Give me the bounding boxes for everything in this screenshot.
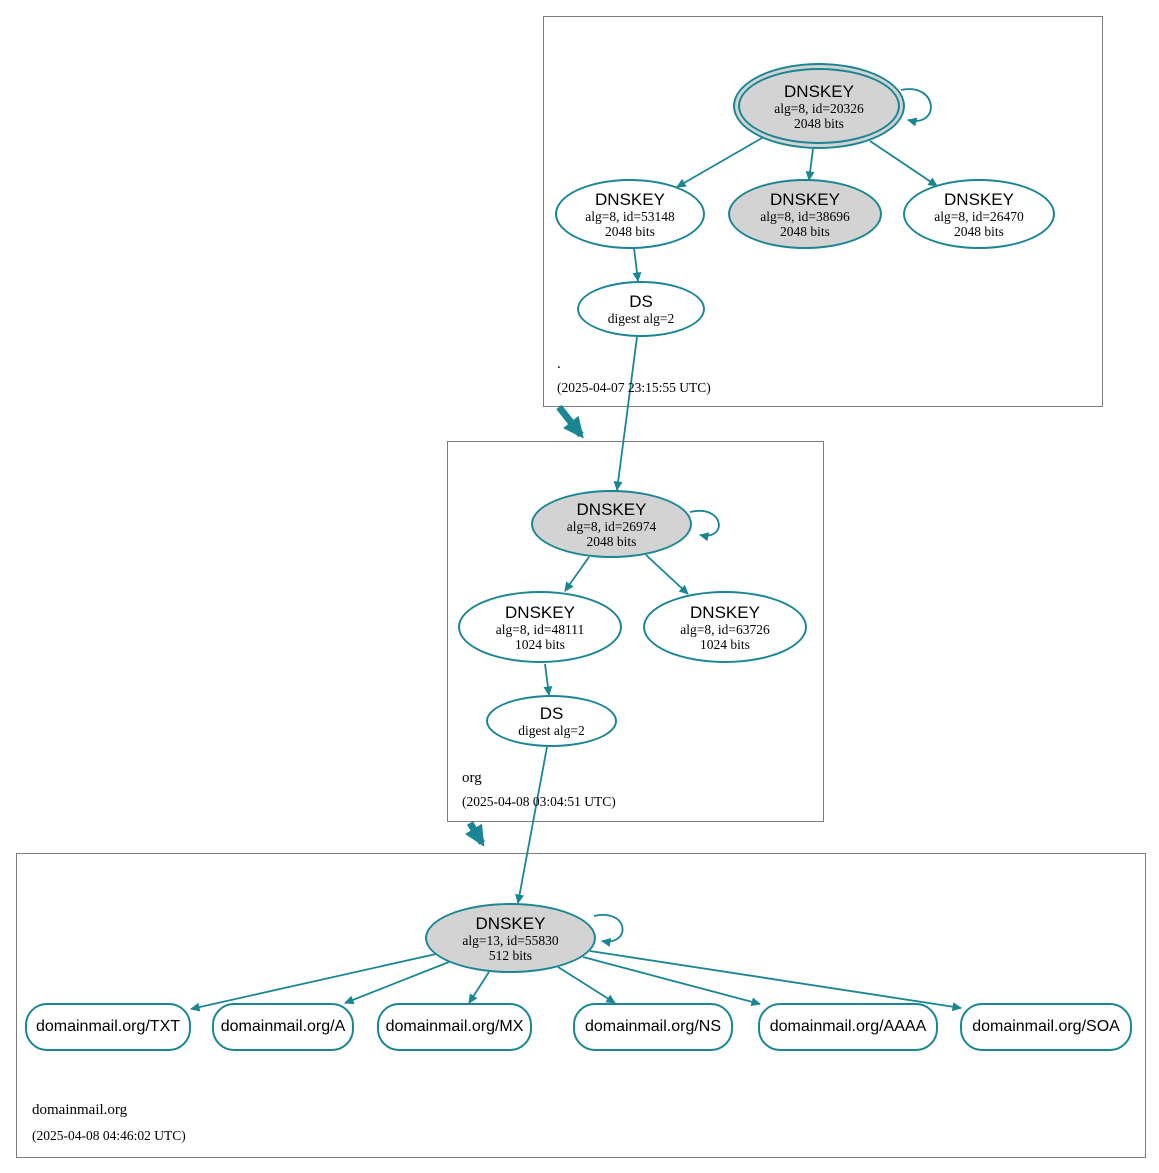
rrset-node-aaaa[interactable]: domainmail.org/AAAA xyxy=(758,1003,938,1051)
dnskey-node-20326[interactable]: DNSKEY alg=8, id=20326 2048 bits xyxy=(733,63,905,149)
dnskey-detail: alg=8, id=53148 xyxy=(585,208,675,224)
dnskey-bits: 2048 bits xyxy=(794,115,844,131)
dnskey-detail: alg=8, id=26470 xyxy=(934,208,1024,224)
dnskey-detail: alg=8, id=20326 xyxy=(774,100,864,116)
dnskey-title: DNSKEY xyxy=(944,189,1014,209)
dnskey-title: DNSKEY xyxy=(770,189,840,209)
dnskey-title: DNSKEY xyxy=(784,81,854,101)
dnskey-detail: alg=8, id=26974 xyxy=(566,518,657,534)
zone-timestamp-domainmail: (2025-04-08 04:46:02 UTC) xyxy=(32,1128,186,1143)
dnskey-bits: 1024 bits xyxy=(515,636,565,652)
dnskey-node-26470[interactable]: DNSKEY alg=8, id=26470 2048 bits xyxy=(903,179,1055,249)
ds-title: DS xyxy=(539,704,564,723)
dnskey-node-48111[interactable]: DNSKEY alg=8, id=48111 1024 bits xyxy=(458,591,622,663)
dnskey-bits: 2048 bits xyxy=(780,223,830,239)
dnskey-bits: 2048 bits xyxy=(586,533,637,549)
ds-title: DS xyxy=(629,292,653,311)
dnskey-node-38696[interactable]: DNSKEY alg=8, id=38696 2048 bits xyxy=(728,179,882,249)
dnskey-detail: alg=8, id=63726 xyxy=(680,621,770,637)
zone-name-domainmail: domainmail.org xyxy=(32,1102,128,1118)
dnskey-node-26974[interactable]: DNSKEY alg=8, id=26974 2048 bits xyxy=(531,490,692,558)
zone-name-root: . xyxy=(557,356,561,372)
zone-timestamp-org: (2025-04-08 03:04:51 UTC) xyxy=(462,794,616,809)
dnskey-node-55830[interactable]: DNSKEY alg=13, id=55830 512 bits xyxy=(425,903,596,973)
zone-box-root xyxy=(543,16,1103,407)
dnskey-title: DNSKEY xyxy=(475,913,546,933)
dnskey-bits: 2048 bits xyxy=(605,223,655,239)
rrset-node-ns[interactable]: domainmail.org/NS xyxy=(573,1003,733,1051)
rrset-node-txt[interactable]: domainmail.org/TXT xyxy=(25,1003,191,1051)
dnskey-node-53148[interactable]: DNSKEY alg=8, id=53148 2048 bits xyxy=(555,179,705,249)
zone-box-domainmail xyxy=(16,853,1146,1158)
edge-delegation-org-domainmail xyxy=(465,821,486,847)
dnskey-bits: 2048 bits xyxy=(954,223,1004,239)
ds-node-root[interactable]: DS digest alg=2 xyxy=(577,281,705,337)
dnskey-bits: 1024 bits xyxy=(700,636,750,652)
dnskey-bits: 512 bits xyxy=(488,947,533,963)
ds-node-org[interactable]: DS digest alg=2 xyxy=(486,695,617,747)
zone-timestamp-root: (2025-04-07 23:15:55 UTC) xyxy=(557,380,711,395)
rrset-node-mx[interactable]: domainmail.org/MX xyxy=(377,1003,532,1051)
dnskey-detail: alg=8, id=38696 xyxy=(760,208,850,224)
ds-detail: digest alg=2 xyxy=(607,311,675,326)
dnskey-detail: alg=8, id=48111 xyxy=(495,621,585,637)
dnskey-detail: alg=13, id=55830 xyxy=(462,932,559,948)
edge-delegation-root-org xyxy=(556,404,584,439)
ds-detail: digest alg=2 xyxy=(518,723,585,738)
dnskey-title: DNSKEY xyxy=(576,499,647,519)
dnskey-node-63726[interactable]: DNSKEY alg=8, id=63726 1024 bits xyxy=(643,591,807,663)
dnskey-title: DNSKEY xyxy=(505,602,575,622)
rrset-node-soa[interactable]: domainmail.org/SOA xyxy=(960,1003,1132,1051)
dnskey-title: DNSKEY xyxy=(690,602,760,622)
zone-name-org: org xyxy=(462,770,482,786)
dnskey-title: DNSKEY xyxy=(595,189,665,209)
rrset-node-a[interactable]: domainmail.org/A xyxy=(212,1003,354,1051)
